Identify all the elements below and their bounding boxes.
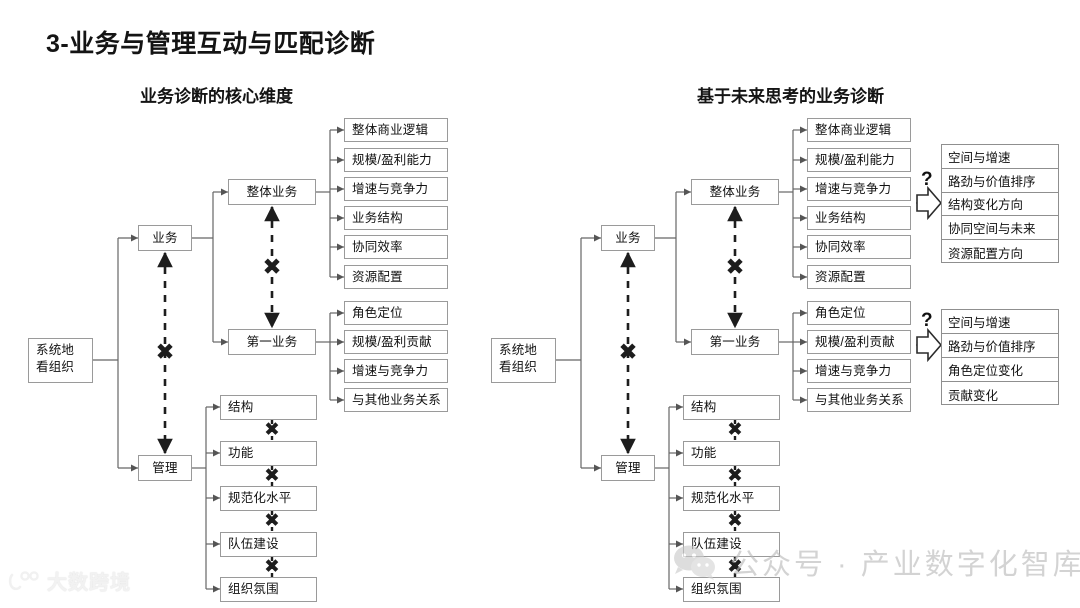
- dimension-box[interactable]: 增速与竞争力: [807, 177, 911, 201]
- dimension-box[interactable]: 规模/盈利能力: [344, 148, 448, 172]
- node-overall-business-right[interactable]: 整体业务: [691, 179, 779, 205]
- section-title-left: 业务诊断的核心维度: [140, 87, 293, 106]
- outcome-item[interactable]: 协同空间与未来: [942, 216, 1058, 241]
- node-root-right[interactable]: 系统地 看组织: [491, 338, 556, 383]
- watermark-account-text: 公众号 · 产业数字化智库: [730, 549, 1080, 581]
- dimension-box[interactable]: 组织氛围: [683, 577, 780, 602]
- dimension-box[interactable]: 规范化水平: [220, 486, 317, 511]
- block-arrow-first: [916, 327, 943, 363]
- node-business-right[interactable]: 业务: [601, 225, 655, 251]
- dimension-box[interactable]: 功能: [220, 441, 317, 466]
- question-mark-first: ?: [921, 310, 933, 331]
- dimension-box[interactable]: 功能: [683, 441, 780, 466]
- dimension-box[interactable]: 增速与竞争力: [344, 177, 448, 201]
- node-overall-business-left[interactable]: 整体业务: [228, 179, 316, 205]
- node-first-business-right[interactable]: 第一业务: [691, 329, 779, 355]
- dimension-box[interactable]: 增速与竞争力: [807, 359, 911, 383]
- node-business-left[interactable]: 业务: [138, 225, 192, 251]
- dimension-box[interactable]: 与其他业务关系: [344, 388, 448, 412]
- wechat-icon: [674, 545, 715, 580]
- outcome-item[interactable]: 空间与增速: [942, 145, 1058, 169]
- node-root-right-line1: 系统地: [499, 343, 538, 357]
- page-title: 3-业务与管理互动与匹配诊断: [46, 30, 376, 58]
- watermark-brand: 大数跨境: [8, 566, 131, 595]
- dimension-box[interactable]: 整体商业逻辑: [807, 118, 911, 142]
- outcome-item[interactable]: 角色定位变化: [942, 358, 1058, 382]
- section-title-right: 基于未来思考的业务诊断: [697, 87, 884, 106]
- dimension-box[interactable]: 规模/盈利贡献: [807, 330, 911, 354]
- outcome-group-overall: 空间与增速 路劲与价值排序 结构变化方向 协同空间与未来 资源配置方向: [941, 144, 1059, 263]
- dimension-box[interactable]: 规模/盈利能力: [807, 148, 911, 172]
- outcome-group-first: 空间与增速 路劲与价值排序 角色定位变化 贡献变化: [941, 309, 1059, 405]
- dimension-box[interactable]: 角色定位: [344, 301, 448, 325]
- dimension-box[interactable]: 规模/盈利贡献: [344, 330, 448, 354]
- dimension-box[interactable]: 业务结构: [807, 206, 911, 230]
- node-root-left-line2: 看组织: [36, 359, 75, 374]
- dimension-box[interactable]: 业务结构: [344, 206, 448, 230]
- node-root-right-line2: 看组织: [499, 359, 538, 374]
- outcome-item[interactable]: 资源配置方向: [948, 246, 1024, 261]
- dimension-box[interactable]: 协同效率: [807, 235, 911, 259]
- brand-logo-icon: [8, 570, 39, 590]
- dimension-box[interactable]: 队伍建设: [683, 532, 780, 557]
- node-root-left-line1: 系统地: [36, 343, 75, 357]
- outcome-item[interactable]: 贡献变化: [948, 388, 999, 403]
- node-root-left[interactable]: 系统地 看组织: [28, 338, 93, 383]
- outcome-item[interactable]: 路劲与价值排序: [942, 334, 1058, 358]
- watermark-account: 公众号 · 产业数字化智库: [672, 541, 1080, 583]
- node-management-left[interactable]: 管理: [138, 455, 192, 481]
- dimension-box[interactable]: 增速与竞争力: [344, 359, 448, 383]
- question-mark-overall: ?: [921, 169, 933, 190]
- dimension-box[interactable]: 整体商业逻辑: [344, 118, 448, 142]
- dimension-box[interactable]: 队伍建设: [220, 532, 317, 557]
- block-arrow-overall: [916, 185, 943, 221]
- dimension-box[interactable]: 结构: [683, 395, 780, 420]
- outcome-item[interactable]: 结构变化方向: [942, 193, 1058, 217]
- dimension-box[interactable]: 资源配置: [344, 265, 448, 289]
- dimension-box[interactable]: 组织氛围: [220, 577, 317, 602]
- dimension-box[interactable]: 与其他业务关系: [807, 388, 911, 412]
- dimension-box[interactable]: 角色定位: [807, 301, 911, 325]
- dimension-box[interactable]: 结构: [220, 395, 317, 420]
- node-first-business-left[interactable]: 第一业务: [228, 329, 316, 355]
- outcome-item[interactable]: 空间与增速: [942, 310, 1058, 334]
- dimension-box[interactable]: 规范化水平: [683, 486, 780, 511]
- outcome-item[interactable]: 路劲与价值排序: [942, 169, 1058, 193]
- node-management-right[interactable]: 管理: [601, 455, 655, 481]
- watermark-brand-text: 大数跨境: [47, 572, 131, 594]
- dimension-box[interactable]: 资源配置: [807, 265, 911, 289]
- dimension-box[interactable]: 协同效率: [344, 235, 448, 259]
